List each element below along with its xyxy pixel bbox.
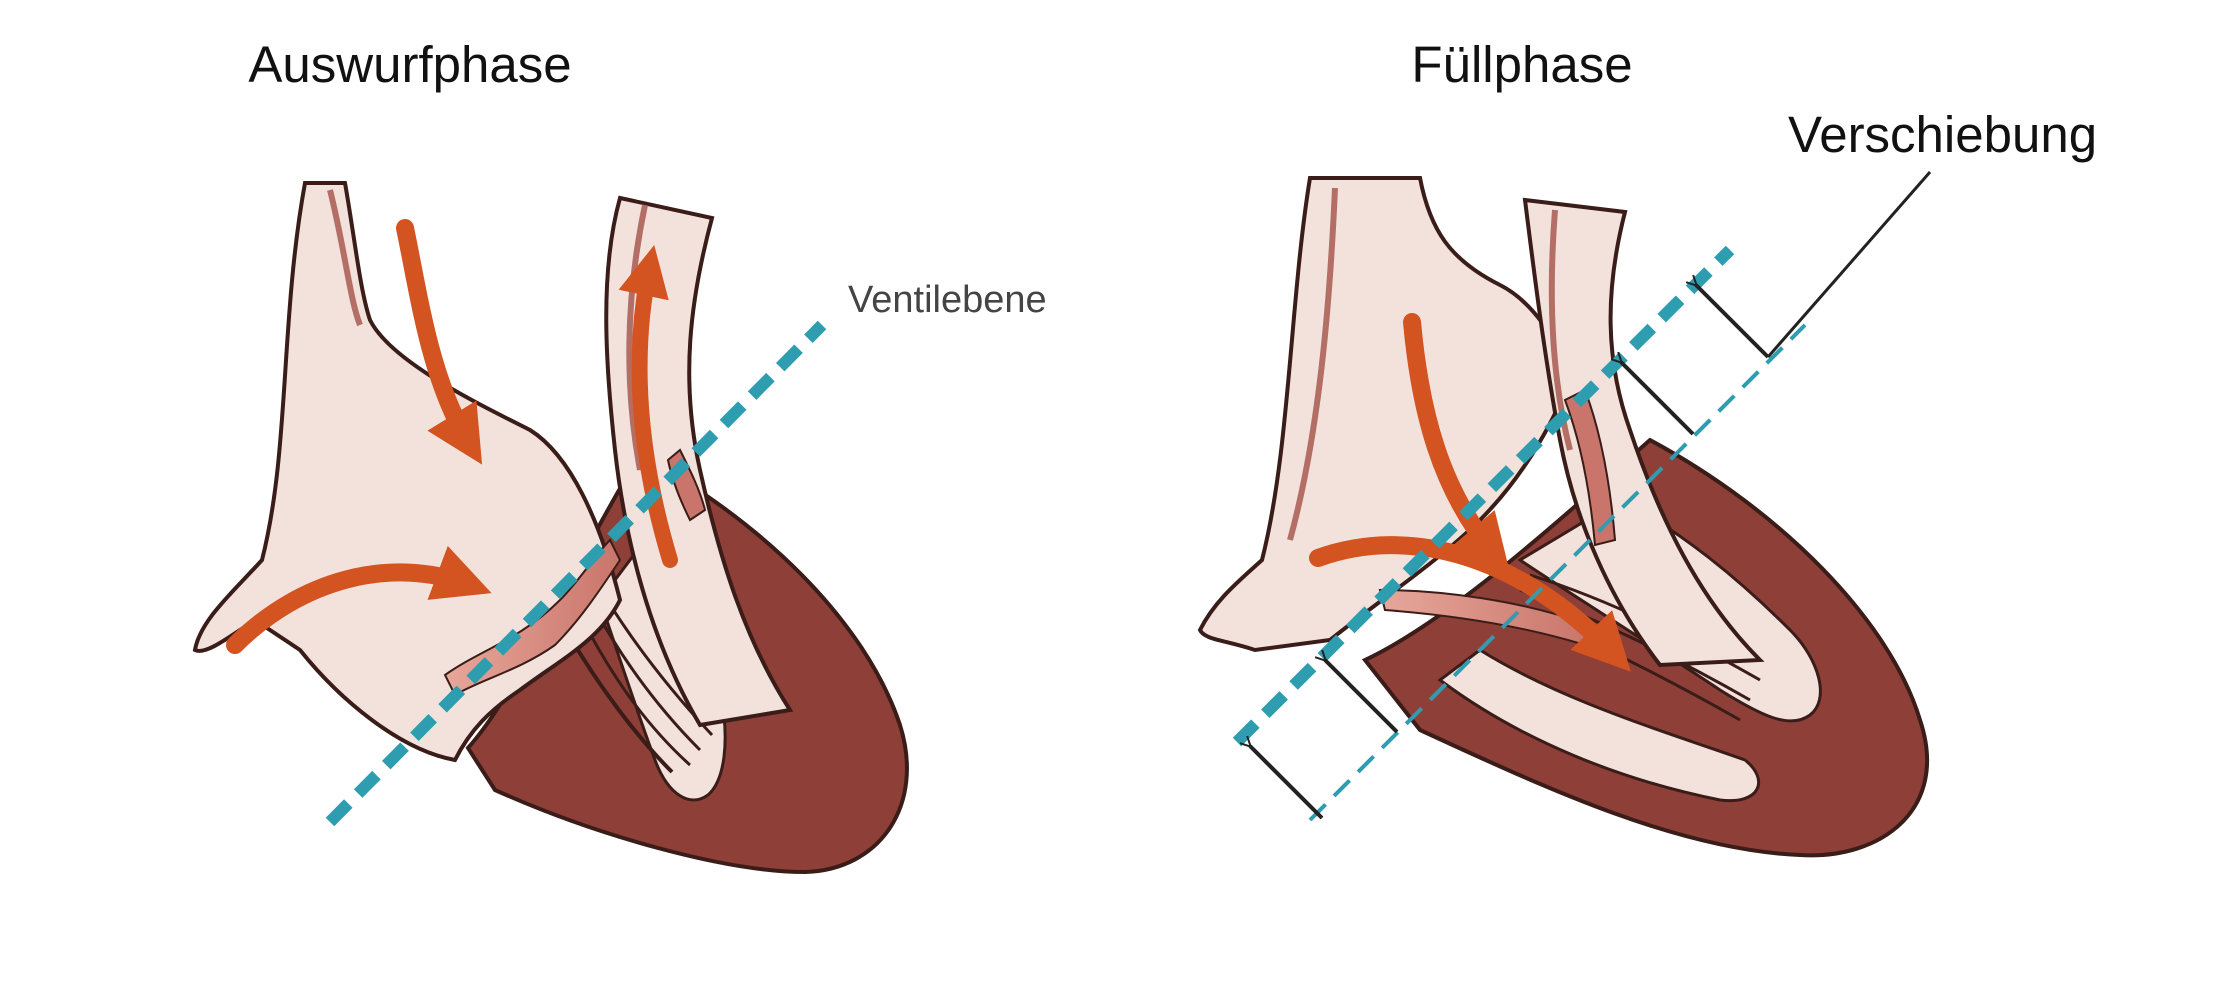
heart-left-systole bbox=[192, 181, 909, 875]
displacement-arrow-4 bbox=[1696, 285, 1770, 359]
flow-arrow-left-outflow-up bbox=[618, 244, 678, 568]
displacement-arrow-3 bbox=[1621, 362, 1695, 436]
heart-right-diastole bbox=[1197, 171, 1932, 858]
label-valve-plane: Ventilebene bbox=[848, 279, 1047, 321]
outflow-vessel-left bbox=[604, 195, 794, 728]
title-filling-phase: Füllphase bbox=[1411, 36, 1632, 93]
displacement-leader-line bbox=[1766, 171, 1932, 358]
ventricle-lower-cavity-right bbox=[1437, 648, 1761, 803]
flow-arrow-left-inflow bbox=[226, 545, 492, 654]
title-ejection-phase: Auswurfphase bbox=[248, 36, 571, 93]
valve-plane-line-right bbox=[1232, 245, 1735, 747]
label-displacement: Verschiebung bbox=[1788, 106, 2097, 163]
atrium-wall-inner-left bbox=[327, 189, 363, 327]
valve-leaflet-right-2 bbox=[1563, 388, 1617, 547]
atrium-wall-inner-right bbox=[1287, 187, 1338, 541]
outflow-vessel-wall-left bbox=[626, 204, 648, 471]
valve-plane-previous-line-right bbox=[1308, 323, 1807, 822]
displacement-arrow-2 bbox=[1325, 660, 1399, 734]
valve-leaflet-left-1 bbox=[443, 538, 622, 697]
displacement-arrow-1 bbox=[1250, 746, 1324, 820]
flow-arrow-right-inflow bbox=[1309, 536, 1631, 672]
flow-arrow-left-atrium-down bbox=[396, 219, 483, 465]
valve-plane-line-left bbox=[325, 320, 827, 827]
flow-arrow-right-atrium-down bbox=[1403, 313, 1510, 573]
